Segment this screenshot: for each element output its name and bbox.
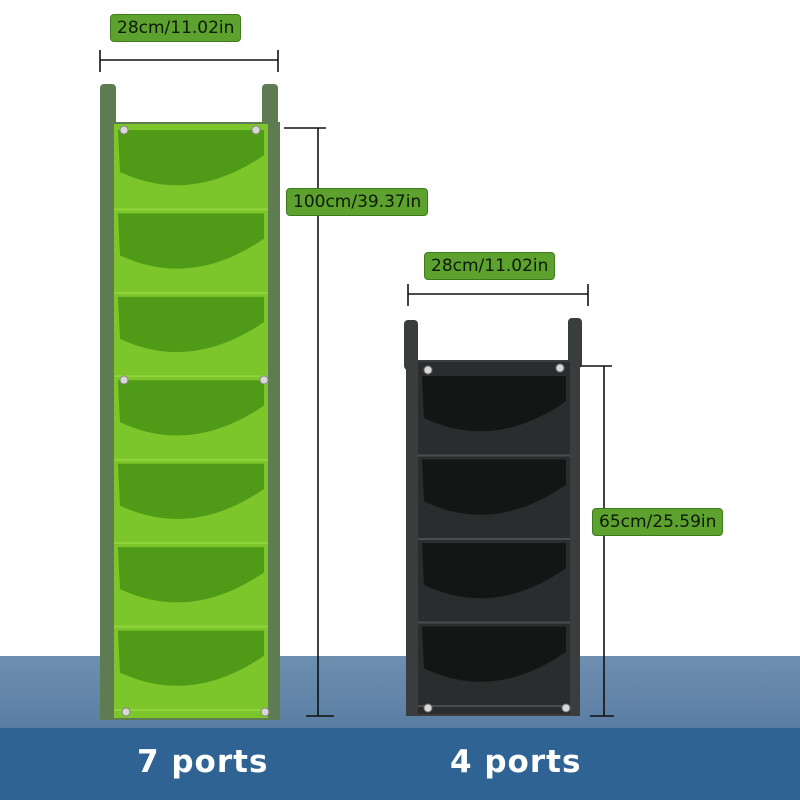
green-strap-right xyxy=(262,84,278,132)
green-planter xyxy=(100,84,280,720)
pocket-opening xyxy=(118,630,264,686)
black-height-label: 65cm/25.59in xyxy=(592,508,724,536)
pocket-opening xyxy=(118,547,264,603)
green-planter-caption: 7 ports xyxy=(137,744,269,780)
black-planter xyxy=(404,318,582,716)
green-width-label: 28cm/11.02in xyxy=(110,14,242,42)
floor-front-band xyxy=(0,728,800,800)
pocket-opening xyxy=(118,213,264,269)
grommet xyxy=(555,363,565,373)
dimension-lines xyxy=(99,50,614,717)
pocket-opening xyxy=(118,296,264,353)
grommet xyxy=(121,707,131,717)
pocket-opening xyxy=(422,376,566,432)
grommet xyxy=(119,375,129,385)
black-strap-right xyxy=(568,318,582,368)
pocket-opening xyxy=(118,463,264,519)
black-strap-left xyxy=(404,320,418,370)
black-width-label: 28cm/11.02in xyxy=(424,252,556,280)
green-height-label: 100cm/39.37in xyxy=(286,188,429,216)
grommet xyxy=(259,375,269,385)
grommet xyxy=(260,707,270,717)
green-pockets xyxy=(114,130,268,711)
grommet xyxy=(561,703,571,713)
pocket-opening xyxy=(422,543,566,599)
grommet xyxy=(423,703,433,713)
green-strap-left xyxy=(100,84,116,132)
grommet xyxy=(251,125,261,135)
pocket-opening xyxy=(422,626,566,682)
black-planter-caption: 4 ports xyxy=(450,744,582,780)
black-pockets xyxy=(418,376,570,707)
pocket-opening xyxy=(118,380,264,436)
pocket-opening xyxy=(422,459,566,515)
grommet xyxy=(119,125,129,135)
grommet xyxy=(423,365,433,375)
pocket-opening xyxy=(118,130,264,186)
